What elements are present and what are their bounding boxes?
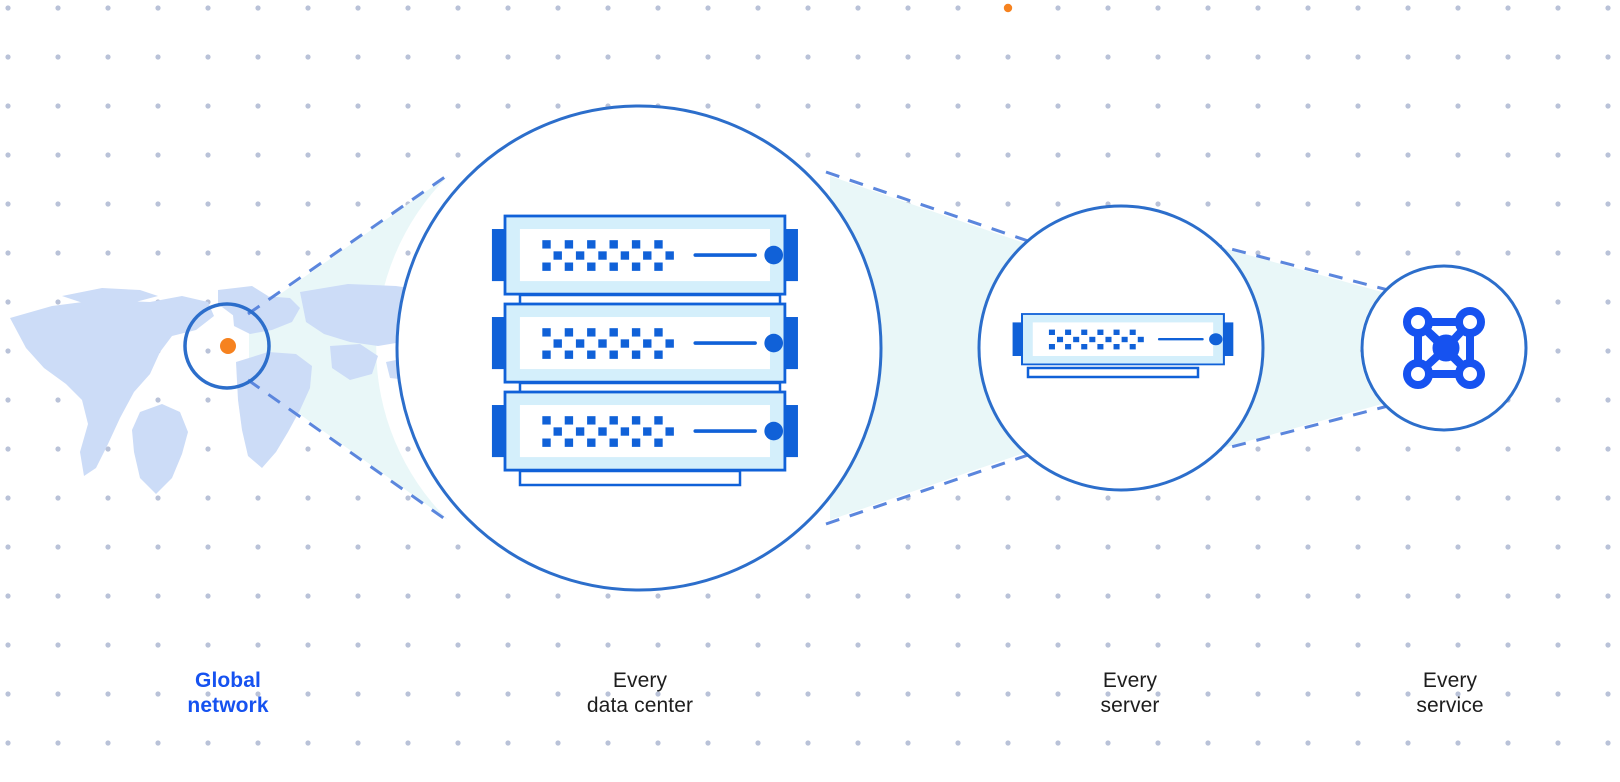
- global-circle: [183, 302, 271, 390]
- server-unit-icon: [1011, 312, 1235, 379]
- mesh-node: [1455, 307, 1485, 337]
- guide-line-dc-bottom: [825, 451, 1035, 526]
- stage-label-global-network: Global network: [187, 669, 269, 717]
- guide-line-server-bottom: [1207, 404, 1389, 455]
- stage-label-data-center: Every data center: [586, 669, 694, 717]
- server-rack-icon: [490, 214, 800, 487]
- funnel-datacenter-to-server: [830, 176, 1030, 520]
- stage-label-server: Every server: [1100, 669, 1160, 717]
- guide-line-global-bottom: [247, 378, 453, 526]
- mesh-node: [1455, 359, 1485, 389]
- guide-line-dc-top: [825, 170, 1035, 245]
- mesh-node-center: [1432, 334, 1460, 362]
- guide-line-global-top: [247, 170, 453, 316]
- mesh-node: [1403, 359, 1433, 389]
- global-network-marker-dot: [220, 338, 236, 354]
- zoom-guide-lines: [247, 170, 1389, 526]
- mesh-node: [1403, 307, 1433, 337]
- network-mesh-icon: [1403, 307, 1485, 389]
- stage-label-service: Every service: [1416, 669, 1484, 717]
- guide-line-server-top: [1207, 241, 1389, 292]
